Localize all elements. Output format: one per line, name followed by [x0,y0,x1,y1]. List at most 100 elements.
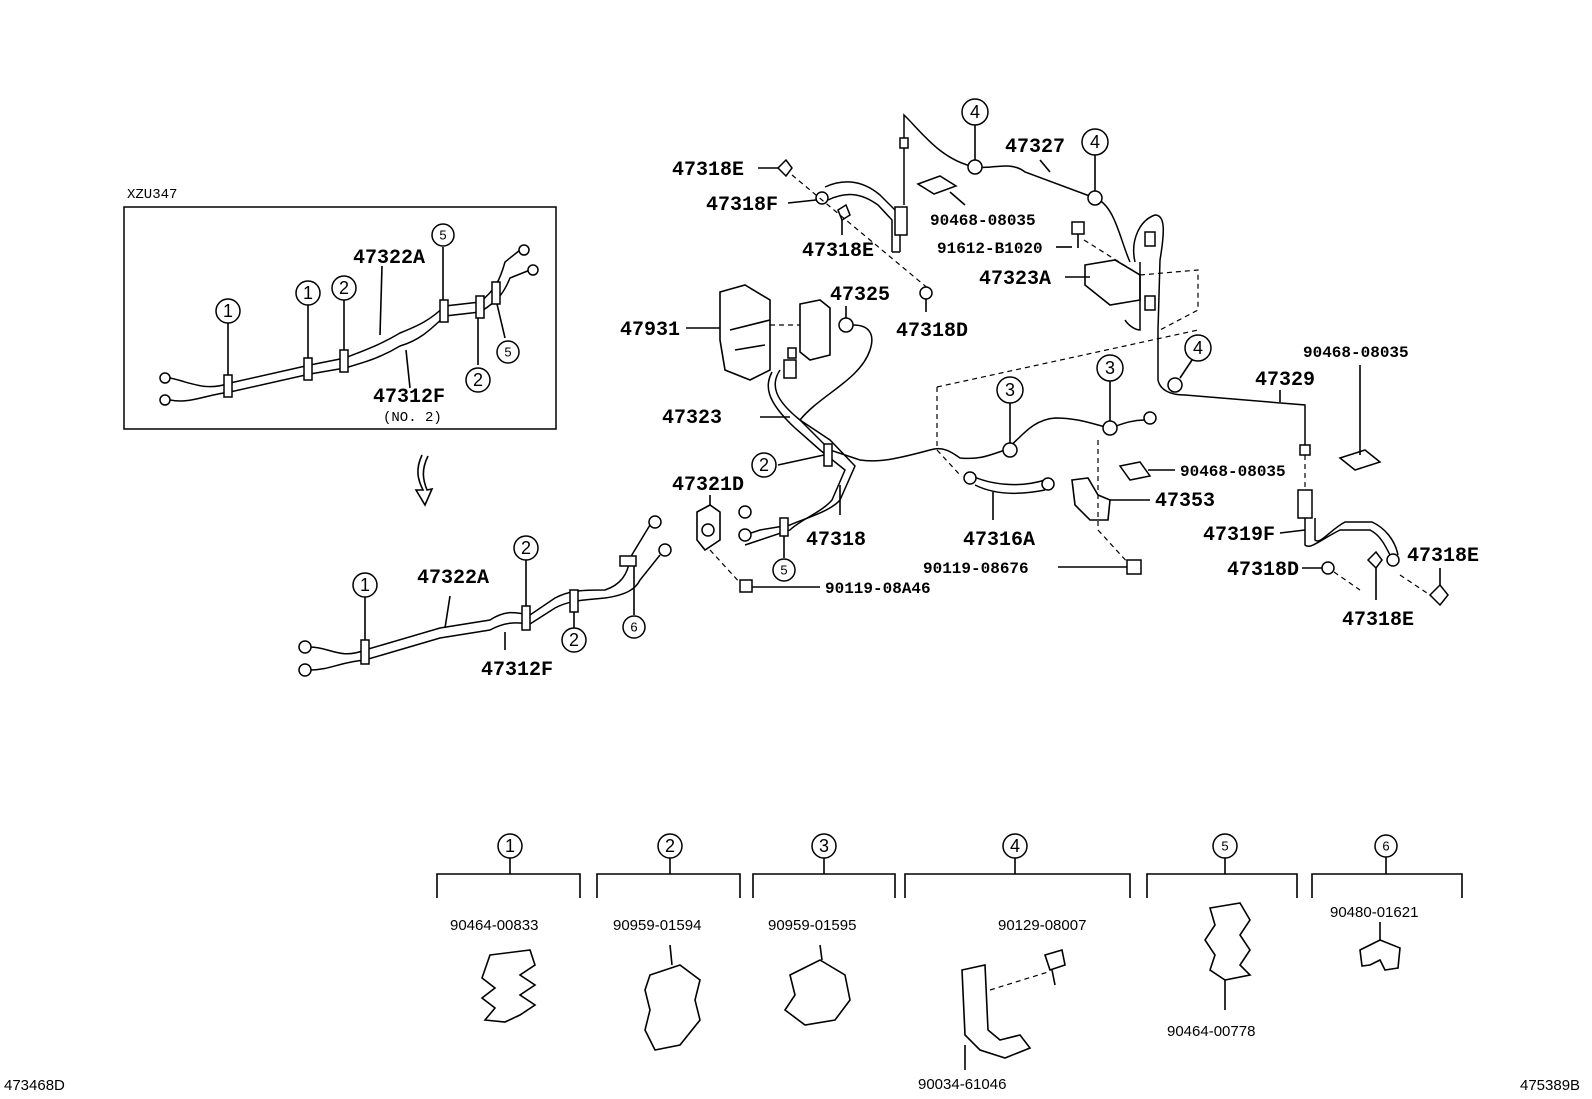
part-label: 47318E [1342,609,1414,632]
gasket-icon [1366,550,1383,570]
callout-5: 5 [780,563,787,578]
bolt-icon [1126,559,1142,575]
callout-4: 4 [1090,132,1100,152]
callout-6: 6 [630,620,637,635]
part-label: 90468-08035 [1180,463,1286,481]
part-label: 90468-08035 [1303,344,1409,362]
gasket-icon [1428,583,1449,607]
fitting-icon [963,471,977,485]
clamp-1-icon [480,949,537,1023]
callout-2: 2 [339,278,349,298]
fitting-icon [658,543,672,557]
right-code: 475389B [1520,1077,1580,1094]
fitting-icon [1041,477,1055,491]
legend-part: 90464-00833 [450,917,538,934]
fitting-icon [1143,411,1157,425]
bolt-icon [739,579,753,593]
fitting-icon [1386,553,1400,567]
part-label: 47323 [662,407,722,430]
fitting-icon [838,317,854,333]
callout-5: 5 [439,228,446,243]
part-label: 47353 [1155,490,1215,513]
part-label: 47318 [806,529,866,552]
gasket-icon [776,158,793,178]
callout-2: 2 [569,630,579,650]
part-label: 47319F [1203,524,1275,547]
hose-icon [894,206,908,236]
clamp-2-icon [644,944,701,1051]
hose-icon [1297,489,1313,519]
part-label: 47318E [672,159,744,182]
clamp-3-icon [783,944,851,1026]
clamp-icon [569,589,579,613]
clamp-6-icon [1359,939,1401,971]
clamp-icon [339,349,349,373]
clamp-icon [1087,190,1103,206]
fitting-icon [738,528,752,542]
assembly-main: 4 4 47327 47318E 47318F 47318E 47318D 90… [620,98,1479,632]
clamp-icon [1167,377,1183,393]
clamp-5-icon [1204,902,1252,981]
clamp-icon [303,357,313,381]
part-label: 47318D [896,320,968,343]
clip-icon [916,175,958,195]
callout-3: 3 [1005,380,1015,400]
legend-callout-3: 3 [819,836,829,856]
fitting-icon [648,515,662,529]
part-label: 47316A [963,529,1035,552]
clamp-icon [823,443,833,467]
callout-4: 4 [970,102,980,122]
fitting-icon [1299,444,1311,456]
clamp-icon [779,517,789,537]
callout-1: 1 [303,283,313,303]
fitting-icon [518,244,530,256]
clamp-icon [360,639,370,665]
part-label: 47321D [672,474,744,497]
clip-icon [1118,461,1152,481]
fitting-icon [899,137,909,149]
clamp-icon [223,374,233,398]
part-label: 47312F [373,386,445,409]
bolt-icon [919,286,933,300]
part-label: 47318D [1227,559,1299,582]
part-label: 47322A [353,247,425,270]
fitting-icon [783,359,797,379]
assembly-lower-left: 1 2 2 6 47322A 47312F [298,515,672,682]
inset-note: (NO. 2) [383,410,442,426]
legend-part: 90034-61046 [918,1076,1006,1093]
part-label: 47318E [1407,545,1479,568]
inset-title: XZU347 [127,187,177,203]
clamp-icon [439,299,449,323]
part-label: 47318E [802,240,874,263]
callout-2: 2 [521,538,531,558]
legend-part: 90464-00778 [1167,1023,1255,1040]
fitting-icon [1144,295,1156,311]
legend-part: 90480-01621 [1330,904,1418,921]
fitting-icon [738,505,752,519]
callout-3: 3 [1105,358,1115,378]
part-label: 91612-B1020 [937,240,1043,258]
clamp-icon [521,605,531,631]
clamp-icon [967,159,983,175]
callout-1: 1 [223,301,233,321]
callout-4: 4 [1193,338,1203,358]
bolt-icon [1321,561,1335,575]
fitting-icon [159,394,171,406]
fitting-icon [298,640,312,654]
bracket-icon [961,964,1032,1059]
clamp-icon [1102,420,1118,436]
callout-2: 2 [473,370,483,390]
left-code: 473468D [4,1077,65,1094]
fitting-icon [787,347,797,359]
legend-callout-1: 1 [505,836,515,856]
callout-2: 2 [759,455,769,475]
legend-callout-6: 6 [1382,839,1389,854]
legend-part: 90129-08007 [998,917,1086,934]
clamp-icon [1002,442,1018,458]
fitting-icon [159,372,171,384]
callout-5: 5 [504,345,511,360]
fitting-icon [527,264,539,276]
clamp-icon [491,281,501,305]
part-label: 47329 [1255,369,1315,392]
